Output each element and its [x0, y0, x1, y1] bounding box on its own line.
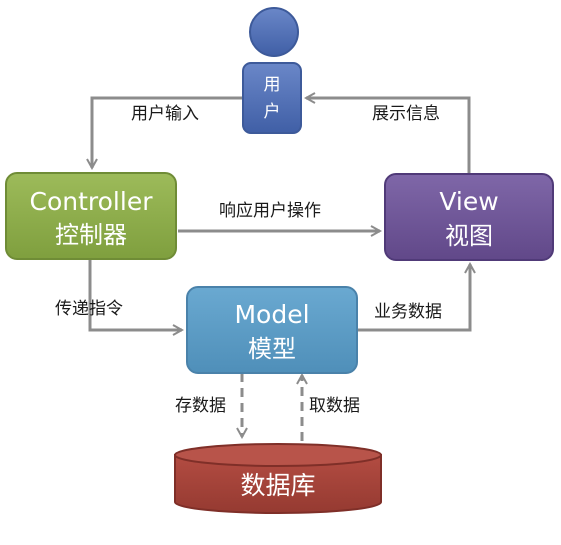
user-label-line2: 户 [264, 102, 281, 122]
model-label-zh: 模型 [248, 335, 296, 363]
view-box [384, 173, 554, 261]
database-label: 数据库 [240, 471, 315, 500]
controller-node: Controller 控制器 [5, 172, 177, 260]
edge-label-show-info: 展示信息 [372, 104, 440, 124]
edge-label-business-data: 业务数据 [374, 302, 442, 322]
arrow-model-to-view [358, 264, 470, 332]
model-label-en: Model [234, 300, 309, 329]
user-label-line1: 用 [264, 75, 281, 95]
database-node: 数据库 [174, 443, 382, 514]
model-node: Model 模型 [186, 286, 358, 374]
edge-label-pass-command: 传递指令 [55, 299, 123, 319]
arrow-user-to-controller [92, 96, 242, 168]
database-cylinder-top [174, 443, 382, 467]
database-cylinder-body [174, 454, 382, 514]
arrow-controller-to-model [88, 260, 182, 330]
view-label-en: View [439, 187, 498, 216]
edge-label-user-input: 用户输入 [131, 104, 199, 124]
model-box [186, 286, 358, 374]
edge-label-respond: 响应用户操作 [219, 201, 321, 221]
controller-label-en: Controller [30, 187, 154, 216]
view-label-zh: 视图 [445, 222, 493, 250]
arrow-view-to-user [306, 98, 471, 175]
user-node: 用 户 [242, 7, 302, 134]
user-head [249, 7, 299, 57]
user-body [242, 62, 302, 134]
controller-label-zh: 控制器 [55, 221, 127, 249]
edge-label-fetch-data: 取数据 [309, 396, 360, 416]
edge-label-store-data: 存数据 [175, 396, 226, 416]
controller-box [5, 172, 177, 260]
view-node: View 视图 [384, 173, 554, 261]
